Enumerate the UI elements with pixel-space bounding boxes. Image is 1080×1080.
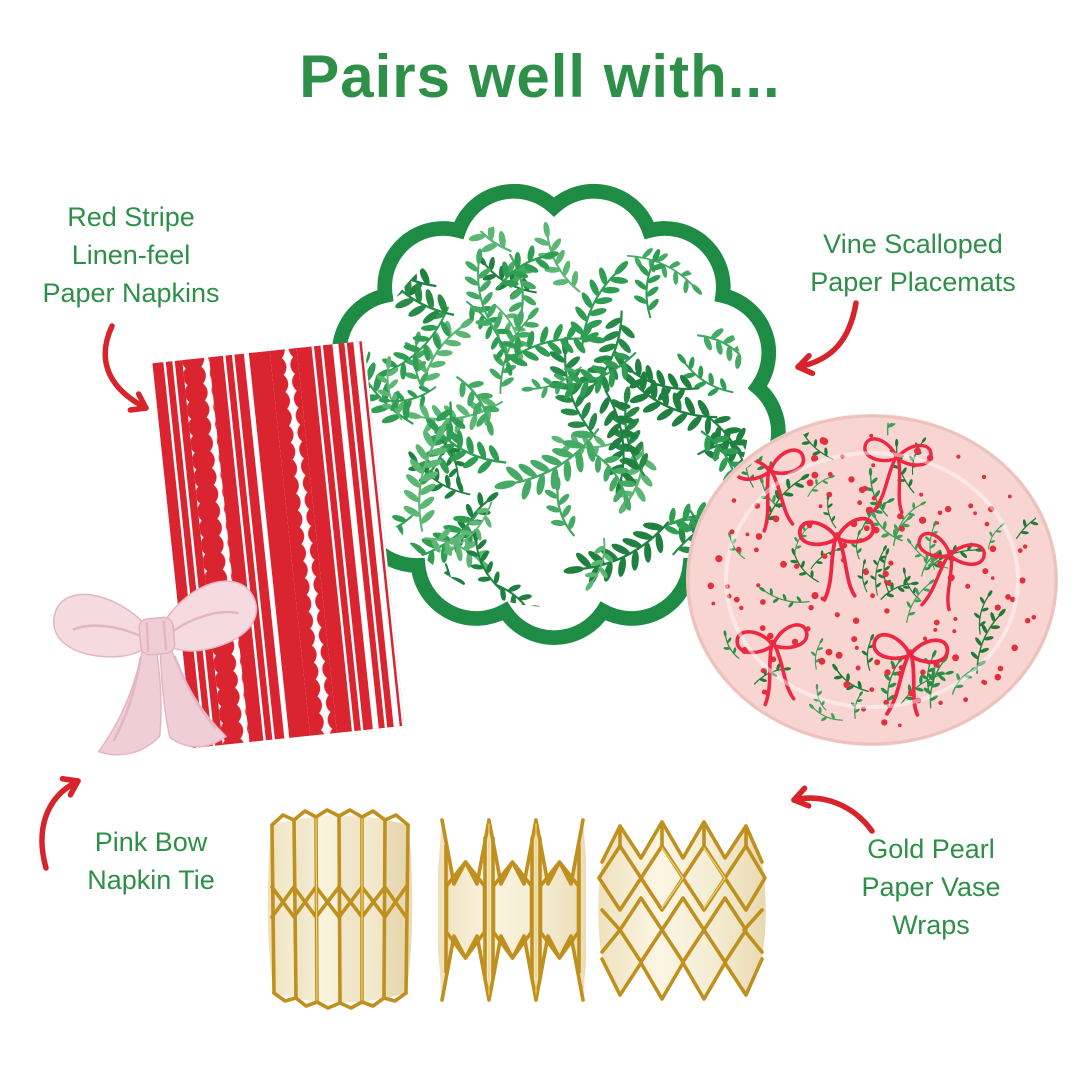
label-line: Vine Scalloped bbox=[823, 229, 1003, 259]
label-vine-scalloped-placemats: Vine Scalloped Paper Placemats bbox=[798, 225, 1028, 301]
label-line: Pink Bow bbox=[94, 827, 208, 857]
product-image-vine-scalloped-placemat bbox=[310, 168, 798, 656]
label-line: Napkin Tie bbox=[87, 865, 215, 895]
vase-wraps-arrow-icon bbox=[791, 785, 875, 834]
pink-velvet-bow bbox=[53, 580, 258, 756]
product-image-vase-wrap-pleated bbox=[258, 799, 421, 1011]
product-image-pink-bow-napkin-tie bbox=[24, 535, 295, 784]
product-image-bow-pattern-plate bbox=[684, 412, 1060, 748]
napkins-arrow-icon bbox=[102, 323, 149, 413]
label-pink-bow-napkin-tie: Pink Bow Napkin Tie bbox=[45, 823, 257, 899]
placemats-arrow-icon bbox=[795, 300, 859, 377]
bead-scallop-stripe bbox=[182, 357, 250, 745]
product-image-vase-wrap-diamond bbox=[596, 818, 768, 1003]
label-red-stripe-napkins: Red Stripe Linen-feel Paper Napkins bbox=[18, 198, 244, 312]
label-line: Wraps bbox=[892, 910, 970, 940]
label-line: Paper Napkins bbox=[42, 278, 220, 308]
bead-scallop-stripe bbox=[269, 348, 338, 736]
label-line: Gold Pearl bbox=[867, 834, 995, 864]
bow-knot bbox=[138, 616, 176, 656]
label-line: Red Stripe bbox=[67, 202, 195, 232]
label-line: Linen-feel bbox=[71, 240, 191, 270]
label-line: Paper Placemats bbox=[810, 267, 1016, 297]
product-image-vase-wrap-hexagon bbox=[438, 810, 586, 1008]
product-image-red-stripe-napkin bbox=[152, 340, 405, 749]
label-gold-pearl-vase-wraps: Gold Pearl Paper Vase Wraps bbox=[826, 830, 1036, 944]
page-title: Pairs well with... bbox=[299, 43, 781, 110]
label-line: Paper Vase bbox=[861, 872, 1001, 902]
